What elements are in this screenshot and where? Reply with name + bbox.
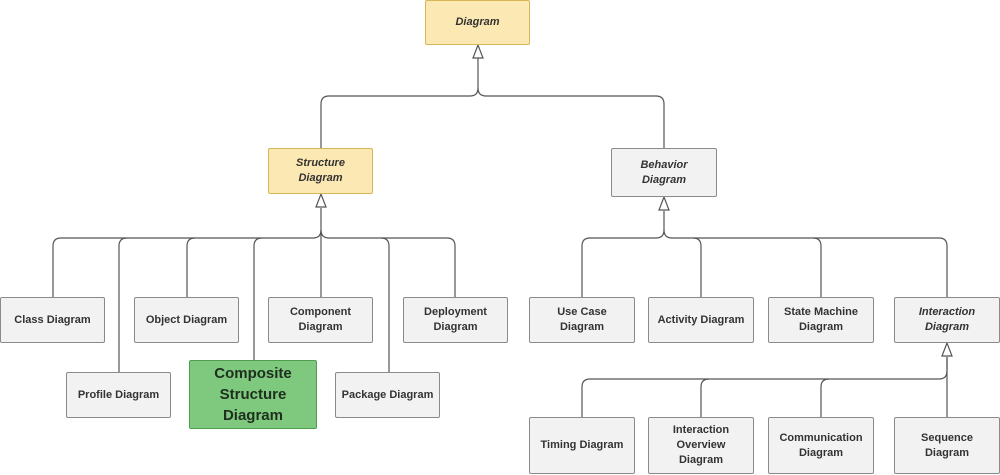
node-package-diagram[interactable]: Package Diagram	[335, 372, 440, 418]
node-timing-diagram[interactable]: Timing Diagram	[529, 417, 635, 474]
node-structure-diagram[interactable]: Structure Diagram	[268, 148, 373, 194]
edge-activity-to-behavior	[692, 237, 702, 297]
generalization-arrowhead	[941, 341, 953, 357]
edge-overview-to-interaction	[700, 378, 710, 417]
generalization-arrowhead	[472, 43, 484, 59]
node-communication-diagram[interactable]: Communication Diagram	[768, 417, 874, 474]
edge-deployment-to-structure	[320, 229, 456, 297]
node-state-machine-diagram[interactable]: State Machine Diagram	[768, 297, 874, 343]
node-composite-structure-diagram[interactable]: Composite Structure Diagram	[189, 360, 317, 429]
edge-structure-to-diagram	[320, 58, 479, 148]
edge-timing-to-interaction	[581, 357, 948, 417]
edge-usecase-to-behavior	[581, 211, 665, 297]
node-deployment-diagram[interactable]: Deployment Diagram	[403, 297, 508, 343]
edge-object-to-structure	[186, 237, 196, 297]
node-class-diagram[interactable]: Class Diagram	[0, 297, 105, 343]
edge-statemachine-to-behavior	[812, 237, 822, 297]
edge-package-to-structure	[380, 237, 390, 372]
edge-communication-to-interaction	[820, 378, 830, 417]
generalization-arrowhead	[315, 192, 327, 208]
node-activity-diagram[interactable]: Activity Diagram	[648, 297, 754, 343]
edge-behavior-to-diagram	[477, 87, 665, 148]
generalization-arrowhead	[658, 195, 670, 211]
node-interaction-overview-diagram[interactable]: Interaction Overview Diagram	[648, 417, 754, 474]
node-object-diagram[interactable]: Object Diagram	[134, 297, 239, 343]
edge-composite-to-structure	[253, 237, 263, 360]
node-sequence-diagram[interactable]: Sequence Diagram	[894, 417, 1000, 474]
node-component-diagram[interactable]: Component Diagram	[268, 297, 373, 343]
node-interaction-diagram[interactable]: Interaction Diagram	[894, 297, 1000, 343]
edge-interaction-to-behavior	[663, 229, 948, 297]
node-profile-diagram[interactable]: Profile Diagram	[66, 372, 171, 418]
edge-profile-to-structure	[118, 237, 128, 372]
node-diagram[interactable]: Diagram	[425, 0, 530, 45]
node-behavior-diagram[interactable]: Behavior Diagram	[611, 148, 717, 197]
node-use-case-diagram[interactable]: Use Case Diagram	[529, 297, 635, 343]
